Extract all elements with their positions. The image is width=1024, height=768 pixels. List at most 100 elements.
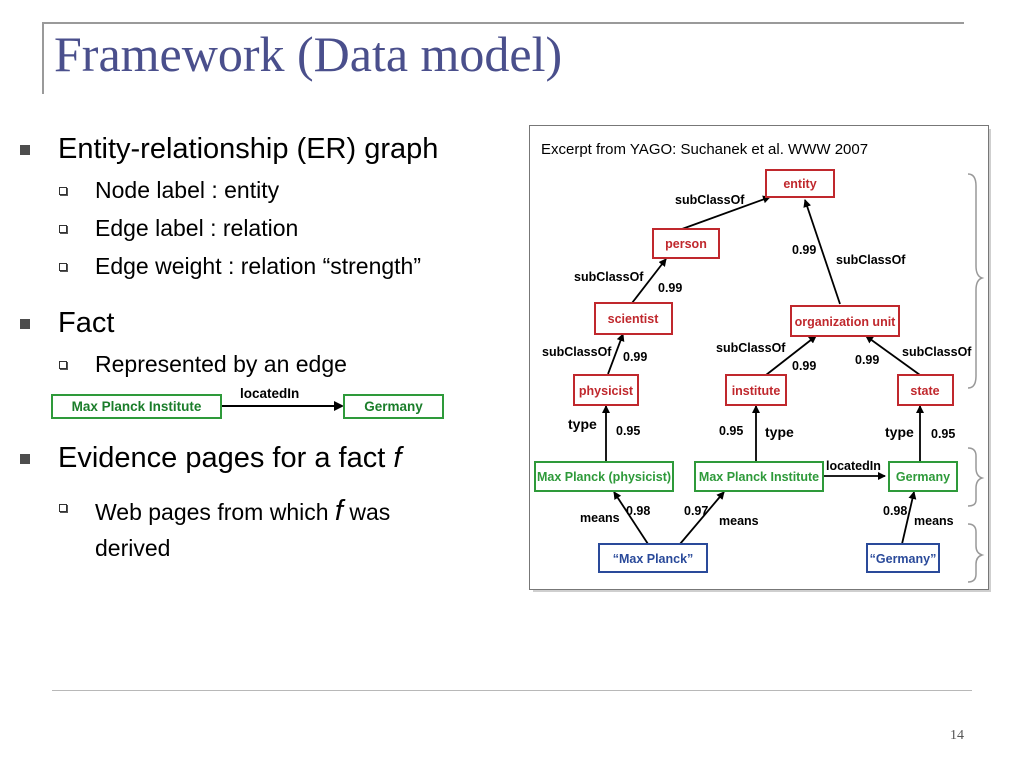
slide-title: Framework (Data model) [54,26,563,82]
word-nodes [598,543,940,573]
node-state-box [897,374,954,406]
edge-scientist-entity-person [631,258,667,304]
sub-bullet-text: Edge weight : relation “strength” [95,253,422,279]
node-institute-box [725,374,787,406]
brace-individuals [967,447,985,507]
node-max-planck-physicist-box [534,461,674,492]
sub-bullet-marker [59,361,67,369]
group-labels: classes individuals words [986,266,1000,570]
individual-nodes [534,461,958,492]
label-subclassof-person: subClassOf [675,193,745,207]
title-rule-horizontal [42,22,964,24]
node-scientist-box [594,302,673,335]
class-labels: entity person scientist organization uni… [579,177,940,398]
node-organization-unit: organization unit [795,315,897,329]
label-type-institute: type [765,424,794,440]
node-entity-box [765,169,835,198]
weight-means-institute: 0.97 [684,504,708,518]
group-classes: classes [986,266,988,310]
sub-bullet-represented: Represented by an edge [59,351,347,379]
label-means-physicist: means [580,511,620,525]
bullet-text: Evidence pages for a fact [58,442,386,474]
node-word-germany: “Germany” [870,552,937,566]
node-entity: entity [783,177,816,191]
individual-labels: Max Planck (physicist) Max Planck Instit… [537,470,950,484]
label-means-germany: means [914,514,954,528]
weight-type-institute: 0.95 [719,424,743,438]
sub-bullet-text: Represented by an edge [95,351,347,377]
node-physicist: physicist [579,384,634,398]
node-max-planck-institute: Max Planck Institute [699,470,819,484]
edge-means-physicist [613,491,649,545]
weight-means-germany: 0.98 [883,504,907,518]
bullet-evidence: Evidence pages for a fact f [20,442,402,475]
node-institute: institute [732,384,781,398]
node-physicist-box [573,374,639,406]
node-germany: Germany [896,470,950,484]
bullet-er-graph: Entity-relationship (ER) graph [20,133,438,166]
bullet-text-italic: f [393,442,402,474]
node-scientist: scientist [608,312,660,326]
bullet-fact: Fact [20,307,115,340]
sub-bullet-node-label: Node label : entity [59,177,279,205]
bullet-marker [20,145,30,155]
brace-classes [967,173,985,389]
node-word-max-planck-box [598,543,708,573]
edge-person-entity [681,195,771,230]
node-germany-box [888,461,958,492]
label-locatedin: locatedIn [826,459,881,473]
node-orgunit-box [790,305,900,337]
weight-state: 0.99 [855,353,879,367]
group-braces [967,173,985,583]
node-state: state [910,384,939,398]
label-subclassof-orgunit: subClassOf [836,253,906,267]
graph-edges [602,195,924,545]
group-words: words [986,533,988,570]
sub-bullet-marker [59,187,67,195]
edge-physicist-scientist [607,333,625,375]
edge-state-orgunit [865,335,921,376]
label-means-institute: means [719,514,759,528]
weight-type-physicist: 0.95 [616,424,640,438]
bullet-marker [20,319,30,329]
edge-means-institute [679,491,725,545]
class-nodes [573,169,954,406]
sub-bullet-marker [59,263,67,271]
edge-means-germany [901,491,917,545]
sub-bullet-edge-weight: Edge weight : relation “strength” [59,253,422,281]
fact-relation-label: locatedIn [240,386,300,401]
yago-figure: Excerpt from YAGO: Suchanek et al. WWW 2… [529,125,1000,590]
sub-bullet-text: Edge label : relation [95,215,299,241]
node-word-max-planck: “Max Planck” [613,552,694,566]
footer-rule [52,690,972,691]
node-word-germany-box [866,543,940,573]
weight-institute: 0.99 [792,359,816,373]
figure-caption: Excerpt from YAGO: Suchanek et al. WWW 2… [541,141,868,158]
node-person: person [665,237,707,251]
weight-type-state: 0.95 [931,427,955,441]
word-labels: “Max Planck” “Germany” [613,552,937,566]
node-person-box [652,228,720,259]
label-subclassof-state: subClassOf [902,345,972,359]
sub-bullet-derived: derived [95,535,171,561]
fact-object-node: Germany [343,394,444,419]
weight-means-physicist: 0.98 [626,504,650,518]
bullet-text: Fact [58,307,115,339]
sub-bullet-edge-label: Edge label : relation [59,215,299,243]
node-max-planck-institute-box [694,461,824,492]
sub-bullet-web-pages: Web pages from which f was [59,494,390,529]
yago-graph: Excerpt from YAGO: Suchanek et al. WWW 2… [534,141,1000,583]
edge-institute-orgunit [765,335,817,376]
label-type-state: type [885,424,914,440]
label-subclassof-physicist: subClassOf [542,345,612,359]
title-rule-vertical [42,22,44,94]
weight-physicist: 0.99 [623,350,647,364]
group-individuals: individuals [986,432,988,495]
weight-scientist: 0.99 [658,281,682,295]
sub-bullet-marker [59,504,67,512]
fact-relation-arrow [222,401,344,411]
label-type-physicist: type [568,416,597,432]
sub-bullet-italic: f [334,495,343,527]
weight-orgunit: 0.99 [792,243,816,257]
brace-words [967,523,985,583]
